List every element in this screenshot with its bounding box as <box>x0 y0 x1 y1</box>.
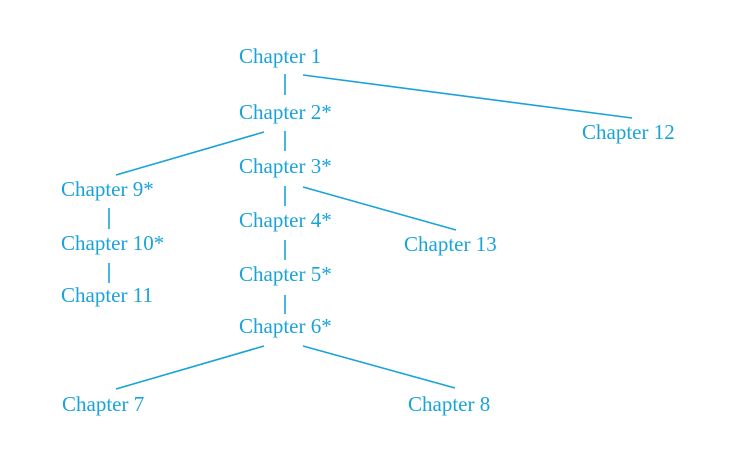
node-chapter-9: Chapter 9* <box>61 177 154 201</box>
node-chapter-3: Chapter 3* <box>239 154 332 178</box>
node-chapter-4: Chapter 4* <box>239 208 332 232</box>
edge-ch3-ch13 <box>302 186 457 231</box>
node-chapter-2: Chapter 2* <box>239 100 332 124</box>
node-chapter-10: Chapter 10* <box>61 231 165 255</box>
edge-ch6-ch7 <box>115 345 265 390</box>
node-chapter-11: Chapter 11 <box>61 283 153 307</box>
node-chapter-8: Chapter 8 <box>408 392 491 416</box>
node-chapter-12: Chapter 12 <box>582 120 675 144</box>
node-chapter-13: Chapter 13 <box>404 232 497 256</box>
node-chapter-1: Chapter 1 <box>239 44 322 68</box>
node-chapter-5: Chapter 5* <box>239 262 332 286</box>
node-chapter-7: Chapter 7 <box>62 392 145 416</box>
edge-ch2-ch9 <box>115 131 265 176</box>
edge-ch1-ch12 <box>302 74 633 119</box>
node-chapter-6: Chapter 6* <box>239 314 332 338</box>
edge-ch6-ch8 <box>302 345 456 389</box>
